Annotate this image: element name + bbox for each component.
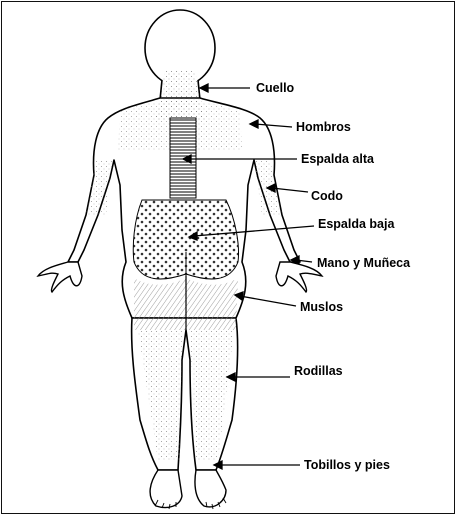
left-arm-shading (86, 160, 112, 215)
upper-back-stripes (170, 118, 196, 198)
left-foot (150, 470, 182, 508)
label-mano-muneca: Mano y Muñeca (317, 256, 411, 270)
label-espalda-baja: Espalda baja (318, 217, 395, 231)
label-muslos: Muslos (300, 300, 343, 314)
label-cuello: Cuello (256, 81, 295, 95)
left-hand (38, 262, 82, 292)
label-rodillas: Rodillas (294, 364, 343, 378)
label-hombros: Hombros (296, 120, 351, 134)
arrow-muslos (240, 296, 296, 306)
label-tobillos-pies: Tobillos y pies (304, 458, 390, 472)
right-hand (276, 262, 322, 292)
label-codo: Codo (311, 189, 343, 203)
right-foot (195, 470, 226, 507)
label-espalda-alta: Espalda alta (301, 152, 375, 166)
